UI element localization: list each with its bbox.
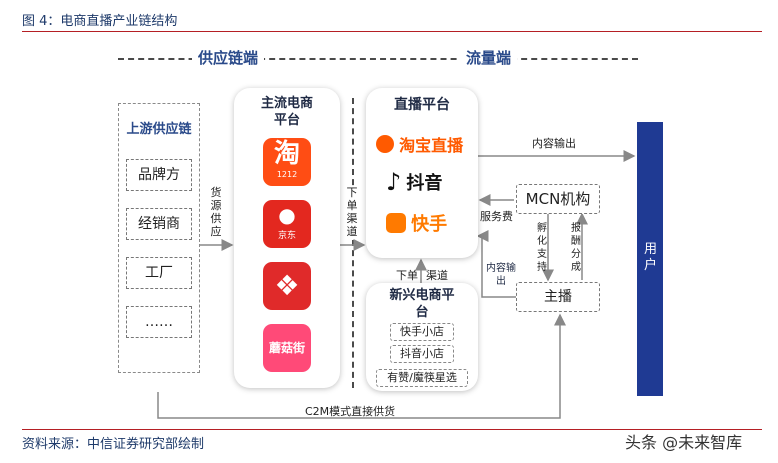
upstream-item: 品牌方: [126, 159, 192, 191]
supply-section-label: 供应链端: [192, 47, 265, 68]
upstream-item: 经销商: [126, 208, 192, 240]
emerging-channel-label: 渠道: [426, 269, 448, 282]
mcn-node: MCN机构: [516, 184, 600, 214]
user-label: 用户: [644, 242, 658, 273]
incubation-label: 孵化支持: [537, 223, 547, 273]
upstream-supply-panel: 上游供应链 品牌方 经销商 工厂 ……: [118, 103, 200, 373]
emerging-item: 有赞/魔筷星选: [376, 369, 468, 387]
emerging-order-label: 下单: [396, 269, 418, 282]
emerging-title: 新兴电商平台: [389, 288, 455, 320]
c2m-label: C2M模式直接供货: [305, 405, 396, 418]
mainstream-title: 主流电商平台: [260, 96, 313, 128]
kuaishou-icon: [386, 213, 406, 233]
upstream-item: ……: [126, 306, 192, 338]
c2m-arrow: [157, 313, 566, 419]
live-platform-panel: 直播平台 淘宝直播 ♪ 抖音 快手: [366, 88, 478, 258]
header-rule: [22, 31, 762, 32]
anchor-node: 主播: [516, 282, 600, 312]
emerging-platform-panel: 新兴电商平台 快手小店 抖音小店 有赞/魔筷星选: [366, 283, 478, 391]
taobao-live-logo: 淘宝直播: [376, 132, 476, 158]
jd-app-icon: ● 京东: [263, 200, 311, 248]
douyin-logo: ♪ 抖音: [386, 168, 443, 196]
figure-title: 图 4：电商直播产业链结构: [22, 14, 178, 29]
emerging-item: 抖音小店: [390, 345, 454, 363]
taobao-app-icon: 淘 1212: [263, 138, 311, 186]
kuaishou-logo: 快手: [386, 210, 476, 240]
taobao-live-icon: [376, 135, 394, 153]
upstream-title: 上游供应链: [126, 122, 192, 137]
mainstream-platform-panel: 主流电商平台 淘 1212 ● 京东 ❖ 蘑菇街: [234, 88, 340, 388]
section-separator: [352, 98, 354, 388]
supply-edge-label: 货源供应: [210, 186, 222, 238]
service-fee-label: 服务费: [480, 210, 513, 223]
watermark: 头条 @未来智库: [625, 433, 743, 452]
order-channel-label: 下单渠道: [346, 186, 358, 238]
douyin-icon: ♪: [386, 168, 402, 196]
content-output-label: 内容输出: [532, 137, 576, 150]
pinduoduo-app-icon: ❖: [263, 262, 311, 310]
traffic-section-label: 流量端: [460, 47, 518, 68]
upstream-item: 工厂: [126, 257, 192, 289]
section-divider: [118, 58, 638, 60]
footer-rule: [22, 429, 762, 430]
remuneration-label: 报酬分成: [571, 223, 581, 273]
anchor-content-label: 内容输出: [486, 263, 516, 287]
anchor-content-arrow: [476, 230, 516, 298]
user-bar: 用户: [637, 122, 663, 396]
source-note: 资料来源：中信证券研究部绘制: [22, 437, 205, 452]
mogujie-app-icon: 蘑菇街: [263, 324, 311, 372]
emerging-item: 快手小店: [390, 323, 454, 341]
live-title: 直播平台: [394, 97, 450, 113]
